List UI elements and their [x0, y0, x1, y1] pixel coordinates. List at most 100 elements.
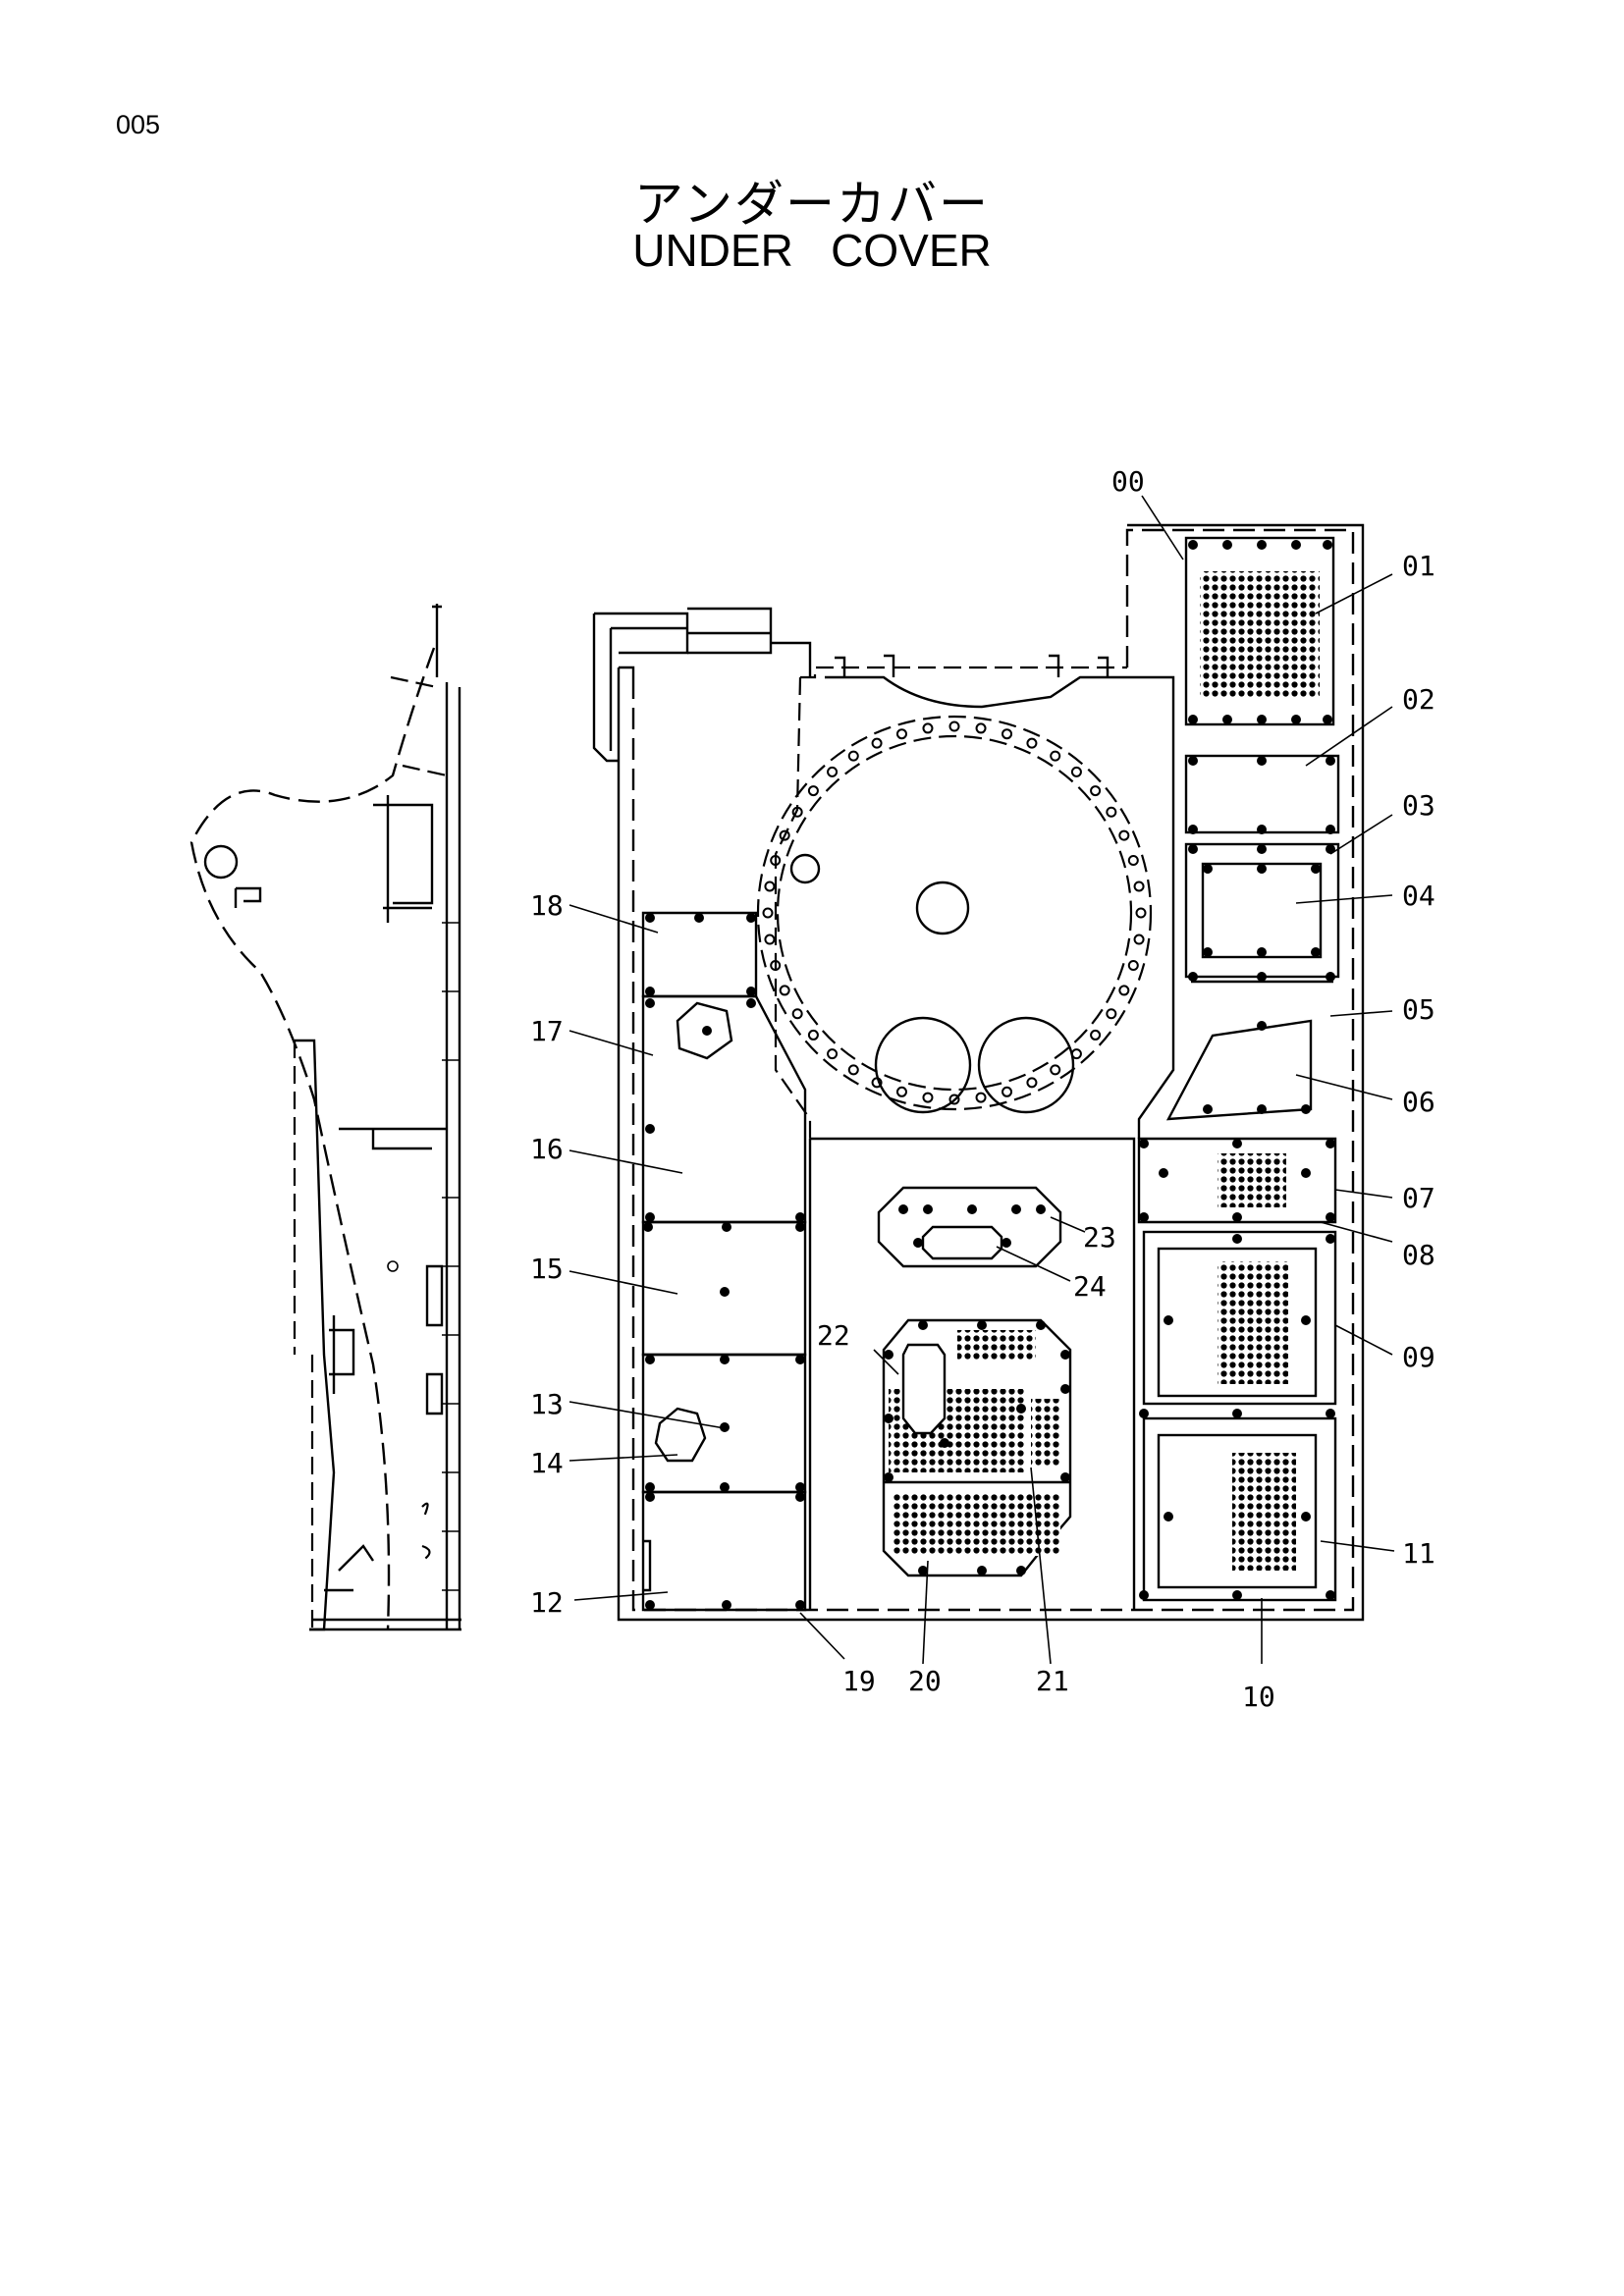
bolt [1139, 1212, 1149, 1222]
bolt [720, 1422, 730, 1432]
bolt [795, 1492, 805, 1502]
callout-02: 02 [1402, 683, 1435, 716]
left-panels [641, 911, 807, 1612]
bolt [694, 913, 704, 923]
bolt [1326, 1234, 1335, 1244]
bolt [795, 1600, 805, 1610]
turntable-bolt-hole [1070, 1048, 1082, 1060]
side-pivot-hole [203, 844, 239, 880]
turntable-bolt-hole [1133, 934, 1145, 945]
panel-04 [1201, 862, 1323, 959]
center-panel-bolts [884, 1204, 1070, 1575]
panel-11-mesh [1232, 1453, 1296, 1571]
top-tank-block [687, 607, 773, 655]
left-panel-bolts [643, 913, 805, 1610]
side-base [309, 1544, 461, 1631]
bolt [795, 1212, 805, 1222]
bolt [940, 1438, 949, 1448]
turntable-bolt-holes [762, 721, 1147, 1105]
callout-24: 24 [1073, 1270, 1107, 1303]
bolt [913, 1238, 923, 1248]
bolt [1323, 715, 1332, 724]
bolt [1188, 844, 1198, 854]
panel-09-frame [1142, 1230, 1337, 1406]
turntable-bolt-hole [871, 1077, 883, 1089]
bolt [645, 1492, 655, 1502]
bolt [918, 1320, 928, 1330]
side-view [189, 604, 461, 1631]
bolt [1203, 1104, 1213, 1114]
bolt [884, 1350, 893, 1360]
bolt [1232, 1212, 1242, 1222]
turntable-bolt-hole [807, 785, 819, 797]
bolt [645, 998, 655, 1008]
side-upper-bracket [373, 795, 434, 923]
bolt [1188, 540, 1198, 550]
bolt [643, 1222, 653, 1232]
bolt [884, 1472, 893, 1482]
panel-20-mesh [893, 1492, 1060, 1556]
turntable-bolt-hole [871, 737, 883, 749]
callout-16: 16 [530, 1133, 564, 1165]
panel-22 [901, 1343, 947, 1435]
panel-11 [1157, 1433, 1318, 1589]
bolt [1257, 947, 1267, 957]
turntable-inner [776, 734, 1133, 1092]
bolt [1257, 1104, 1267, 1114]
callout-17: 17 [530, 1015, 564, 1047]
bolt [1203, 947, 1213, 957]
turntable-bolt-hole [1070, 766, 1082, 777]
callout-01: 01 [1402, 550, 1435, 582]
turntable-center [915, 881, 970, 935]
bolt [898, 1204, 908, 1214]
turntable-bolt-hole [1026, 1077, 1038, 1089]
bolt [645, 1124, 655, 1134]
turntable-bolt-hole [762, 907, 774, 919]
turntable-bolt-hole [791, 1008, 803, 1020]
turntable-bolt-hole [895, 1086, 907, 1097]
panel-11-frame [1142, 1416, 1337, 1602]
turntable-bolt-hole [922, 1092, 934, 1103]
bolt [1188, 756, 1198, 766]
bolt [1326, 1409, 1335, 1418]
panel-17 [641, 994, 807, 1224]
bolt [1257, 825, 1267, 834]
panel-20-21 [882, 1318, 1072, 1577]
panel-01-mesh [1200, 571, 1320, 697]
turntable-bolt-hole [1106, 806, 1117, 818]
bolt [977, 1566, 987, 1575]
bolt [1301, 1512, 1311, 1522]
bolt [1257, 972, 1267, 982]
leader-lines [568, 495, 1395, 1665]
turntable-bolt-hole [1001, 728, 1013, 740]
bolt [1291, 715, 1301, 724]
bolt [702, 1026, 712, 1036]
panel-09-mesh [1218, 1261, 1288, 1384]
bolt [1232, 1590, 1242, 1600]
panel-18 [641, 911, 758, 998]
callout-19: 19 [842, 1665, 876, 1697]
bolt [1203, 864, 1213, 874]
turntable-bolt-hole [770, 854, 782, 866]
bolt [1139, 1409, 1149, 1418]
turntable-bolt-hole [779, 985, 790, 996]
bolt [1232, 1234, 1242, 1244]
bolt [645, 1212, 655, 1222]
turntable-bolt-hole [948, 721, 960, 732]
bolt [1301, 1104, 1311, 1114]
motor-port-left [874, 1016, 972, 1114]
right-bay-edge [1134, 675, 1175, 1139]
bolt [1257, 540, 1267, 550]
panel-07 [1137, 1137, 1337, 1224]
bolt [795, 1355, 805, 1364]
bolt [1188, 972, 1198, 982]
top-tank-joint [619, 641, 812, 677]
center-panels [877, 1186, 1072, 1577]
panel-07-mesh [1218, 1153, 1286, 1207]
turntable-bolt-hole [1135, 907, 1147, 919]
bolt [1060, 1472, 1070, 1482]
turntable-bolt-hole [948, 1094, 960, 1105]
bolt [918, 1566, 928, 1575]
bolt [1139, 1590, 1149, 1600]
turntable-bolt-hole [807, 1029, 819, 1041]
